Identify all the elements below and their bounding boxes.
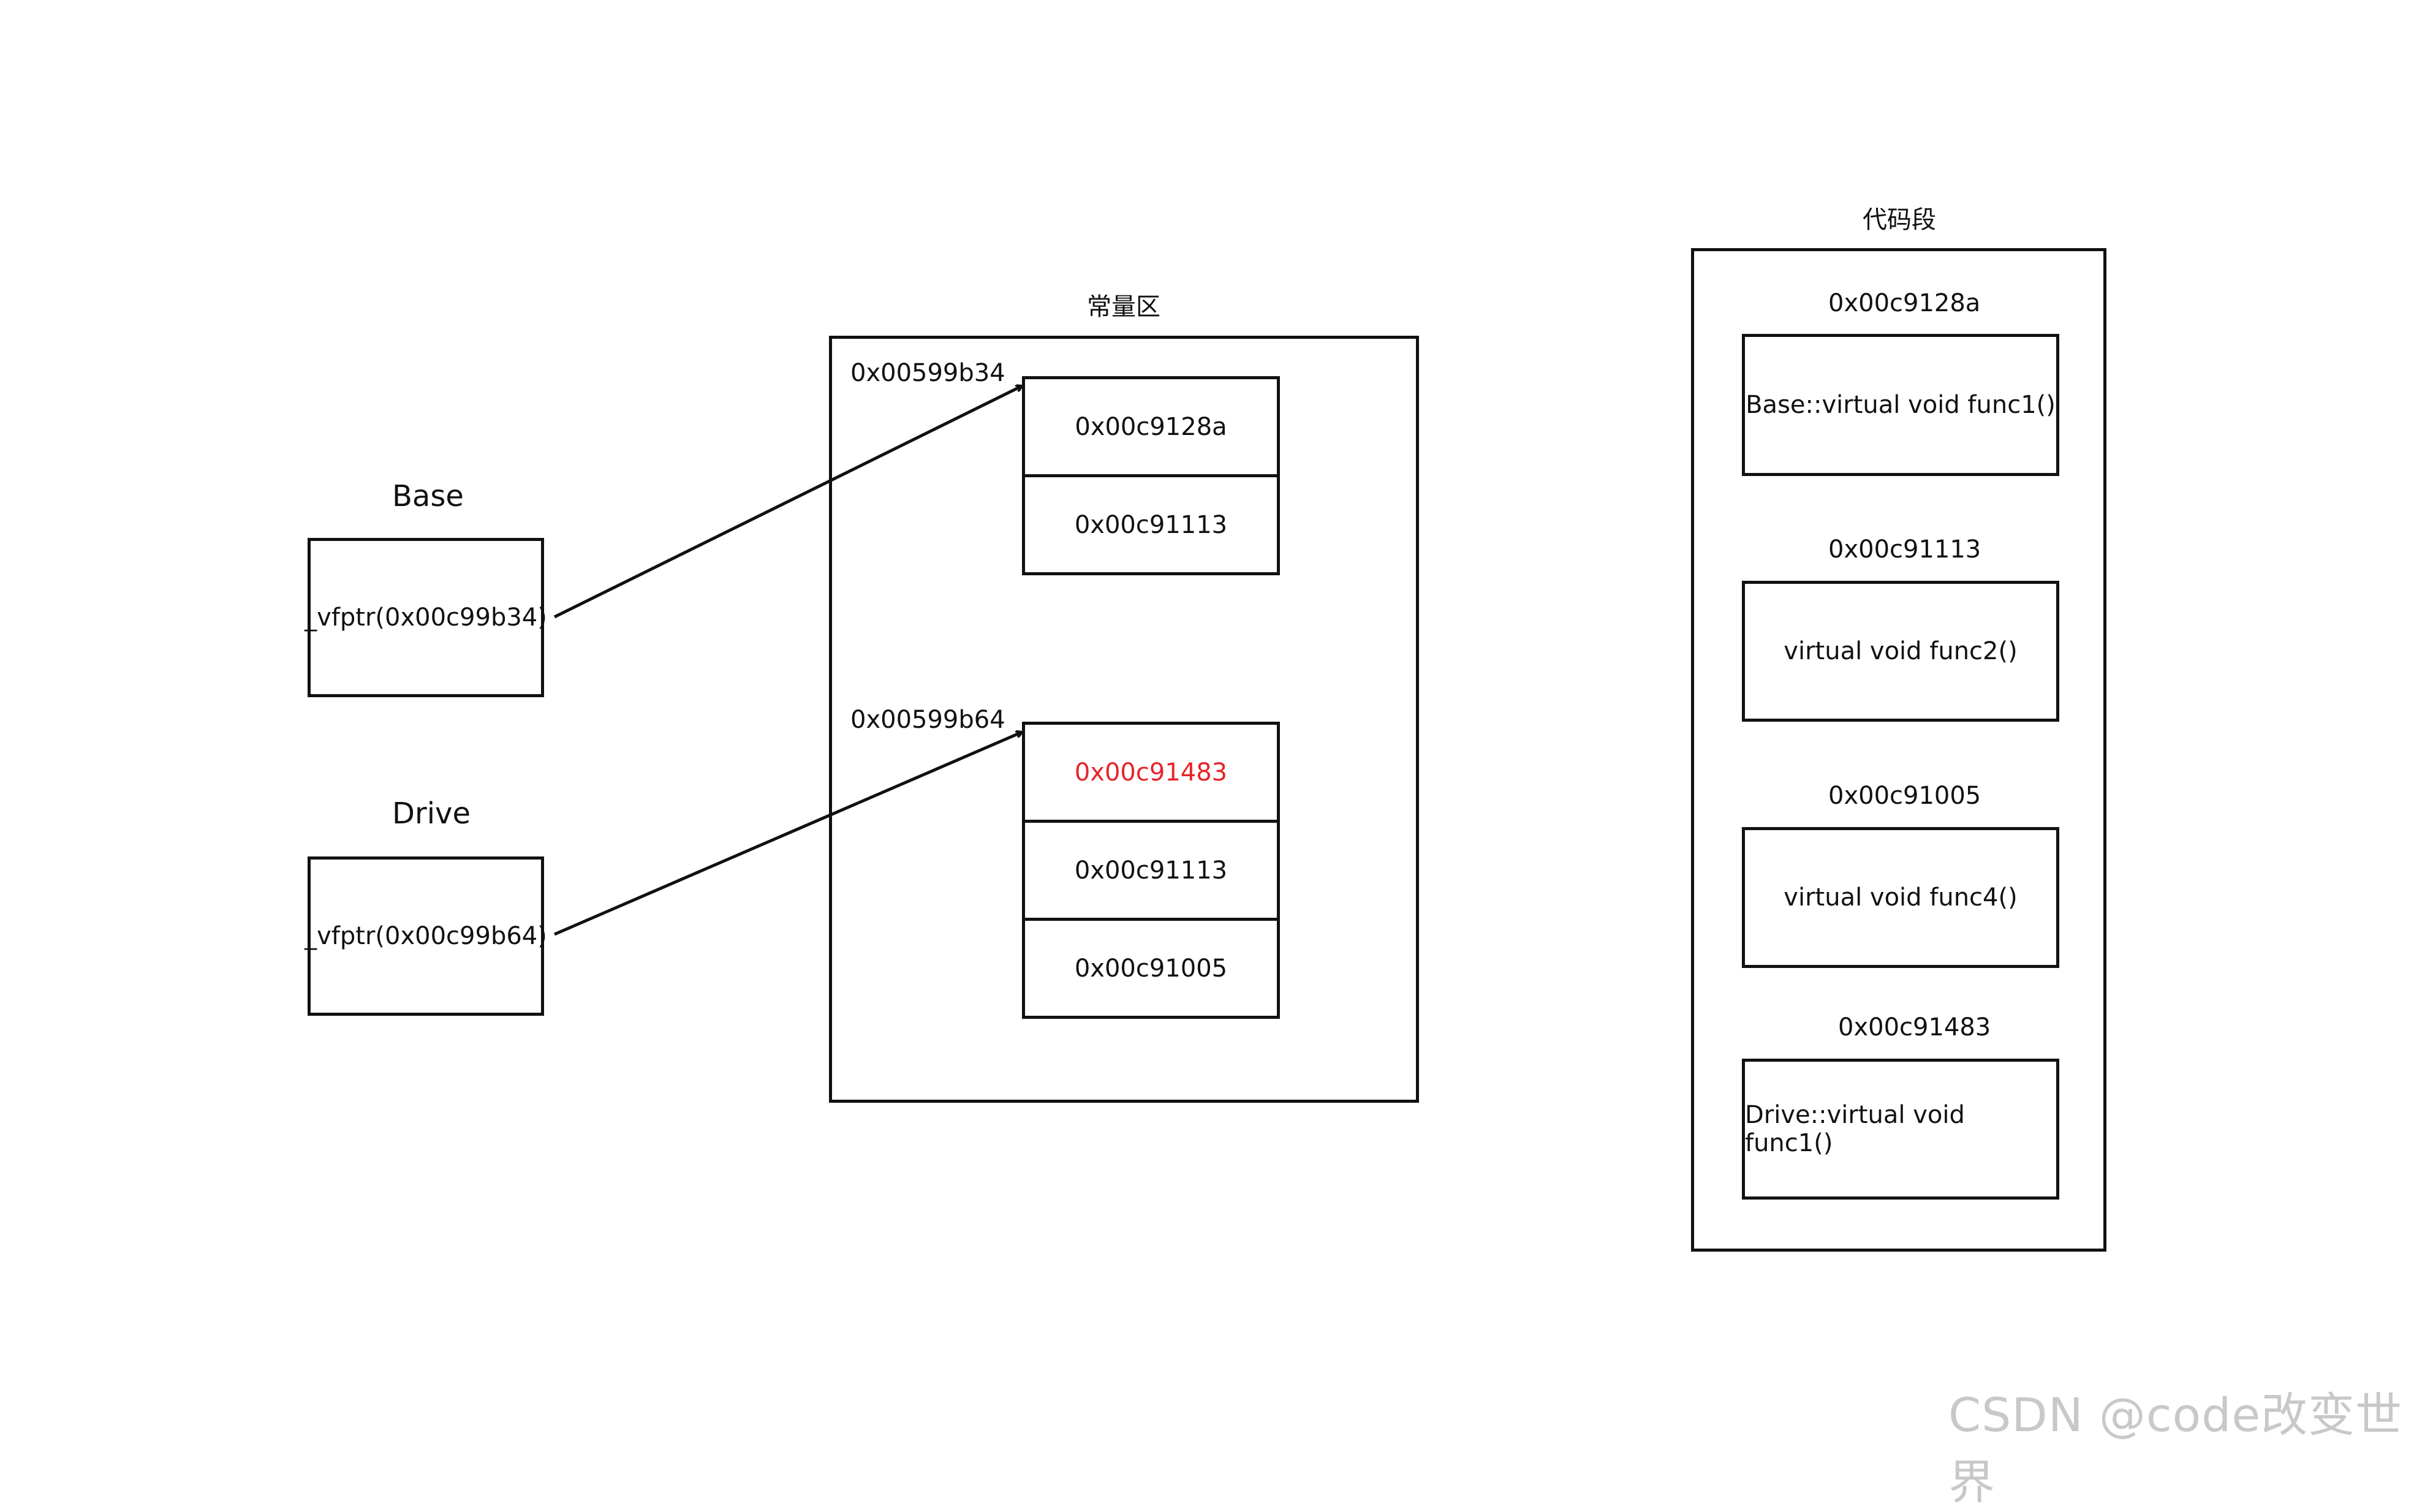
func-1-box: virtual void func2() [1742,581,2059,722]
drive-vtable-entry-0: 0x00c91483 [1022,722,1280,823]
func-0-address: 0x00c9128a [1828,289,1981,317]
entry-label-highlighted: 0x00c91483 [1074,758,1228,787]
watermark-text: CSDN @code改变世界 [1948,1388,2403,1510]
base-vfptr-label: _vfptr(0x00c99b34) [305,603,547,632]
entry-label: 0x00c91005 [1074,954,1228,983]
base-vtable-address: 0x00599b34 [850,359,1005,387]
entry-label: 0x00c91113 [1074,856,1228,885]
func-2-address: 0x00c91005 [1828,782,1981,810]
base-vtable-entry-1: 0x00c91113 [1022,474,1280,575]
func-2-box: virtual void func4() [1742,827,2059,968]
base-object-title: Base [392,479,464,513]
func-2-label: virtual void func4() [1784,883,2018,912]
entry-label: 0x00c91113 [1074,510,1228,539]
func-3-box: Drive::virtual void func1() [1742,1059,2059,1200]
base-vtable-entry-0: 0x00c9128a [1022,376,1280,477]
func-0-box: Base::virtual void func1() [1742,334,2059,476]
drive-vtable-entry-1: 0x00c91113 [1022,820,1280,921]
drive-vtable-entry-2: 0x00c91005 [1022,918,1280,1019]
const-area-title: 常量区 [1087,293,1160,321]
drive-vfptr-label: _vfptr(0x00c99b64) [305,922,547,950]
entry-label: 0x00c9128a [1075,412,1227,441]
func-3-address: 0x00c91483 [1838,1013,1991,1041]
code-area-title: 代码段 [1863,206,1936,234]
drive-object-title: Drive [392,796,471,831]
drive-vtable-address: 0x00599b64 [850,706,1005,734]
const-area-box [829,336,1419,1103]
base-object-box: _vfptr(0x00c99b34) [305,538,547,697]
func-1-label: virtual void func2() [1784,637,2018,665]
func-0-label: Base::virtual void func1() [1746,391,2056,419]
func-3-label: Drive::virtual void func1() [1745,1101,1965,1157]
drive-object-box: _vfptr(0x00c99b64) [305,856,547,1016]
code-area-box [1691,248,2106,1252]
func-1-address: 0x00c91113 [1828,535,1981,564]
